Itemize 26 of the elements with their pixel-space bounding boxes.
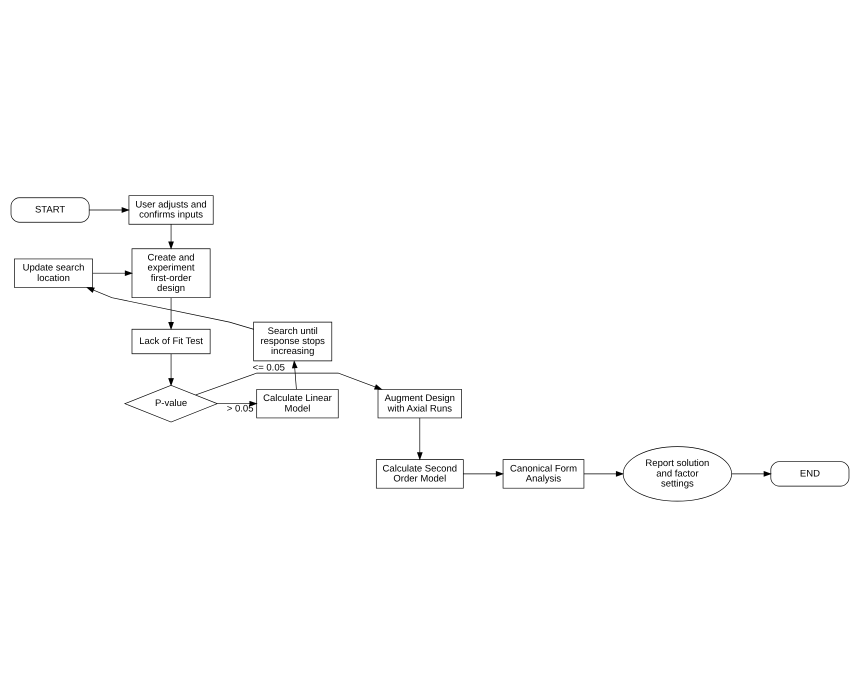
arrow — [168, 296, 174, 330]
arrow — [86, 286, 254, 330]
node-box: END — [770, 460, 850, 486]
arrow — [195, 372, 383, 395]
node-box: Update search location — [14, 258, 93, 288]
arrow — [168, 224, 174, 250]
node-box: Search until response stops increasing — [253, 321, 332, 361]
arrow — [731, 470, 772, 476]
edge-label: <= 0.05 — [252, 362, 285, 374]
arrow — [168, 353, 174, 386]
arrow — [88, 206, 130, 212]
node-diamond: P-value — [124, 384, 218, 422]
arrow — [292, 360, 298, 390]
arrow — [92, 270, 134, 276]
node-ellipse: Report solution and factor settings — [622, 446, 732, 501]
arrow — [416, 417, 423, 460]
arrow — [463, 470, 504, 476]
node-box: Create and experiment first-order design — [132, 248, 210, 298]
node-box: Calculate Second Order Model — [376, 458, 464, 488]
node-box: START — [10, 196, 90, 222]
node-box: Calculate Linear Model — [256, 388, 339, 418]
node-box: Canonical Form Analysis — [502, 458, 584, 488]
node-box: User adjusts and confirms inputs — [128, 194, 214, 224]
arrow — [584, 470, 624, 476]
node-box: Augment Design with Axial Runs — [378, 388, 462, 418]
node-box: Lack of Fit Test — [132, 328, 210, 354]
